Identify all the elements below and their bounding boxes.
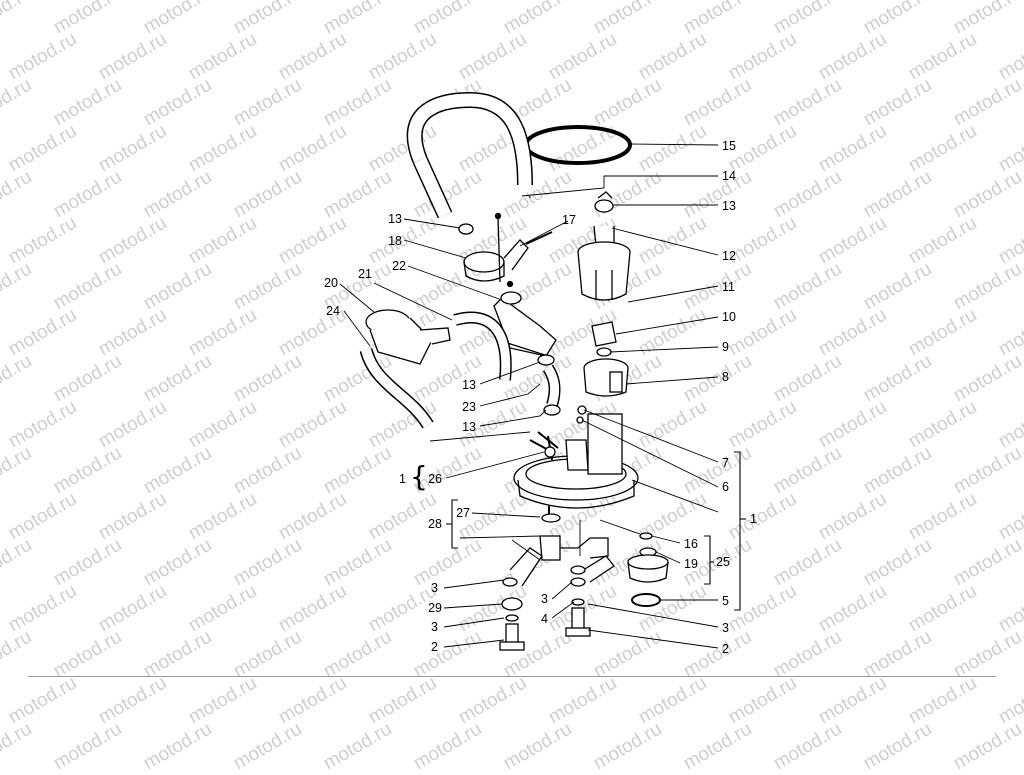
callout-13-upper-left: 13 bbox=[388, 212, 402, 226]
clamp-13-mid bbox=[537, 354, 555, 366]
base-flange-1 bbox=[513, 413, 639, 509]
wiring-26 bbox=[529, 431, 559, 461]
callout-20: 20 bbox=[324, 276, 338, 290]
sensor-28 bbox=[539, 535, 609, 561]
callout-13-low-left: 13 bbox=[462, 420, 476, 434]
grommet-27 bbox=[541, 506, 561, 523]
callout-14: 14 bbox=[722, 169, 736, 183]
callout-7: 7 bbox=[722, 456, 729, 470]
hose-24 bbox=[359, 347, 434, 429]
callout-17: 17 bbox=[562, 213, 576, 227]
callout-4: 4 bbox=[541, 612, 548, 626]
callout-3-right: 3 bbox=[722, 621, 729, 635]
hose-23 bbox=[542, 364, 561, 407]
callout-10: 10 bbox=[722, 310, 736, 324]
callout-2-right: 2 bbox=[722, 642, 729, 656]
seal-16 bbox=[639, 532, 653, 540]
ring-5 bbox=[631, 593, 661, 607]
callout-3-center: 3 bbox=[541, 592, 548, 606]
callout-13-right: 13 bbox=[722, 199, 736, 213]
callout-21: 21 bbox=[358, 267, 372, 281]
strainer-8 bbox=[583, 358, 629, 397]
gasket-7-6 bbox=[576, 405, 587, 424]
callout-19: 19 bbox=[684, 557, 698, 571]
callout-28: 28 bbox=[428, 517, 442, 531]
callout-26: 26 bbox=[428, 472, 442, 486]
hose-21 bbox=[453, 311, 512, 381]
callout-27: 27 bbox=[456, 506, 470, 520]
o-ring-15 bbox=[524, 125, 632, 165]
callout-2-left: 2 bbox=[431, 640, 438, 654]
hose-14 bbox=[406, 91, 533, 219]
fuel-pump-11-12 bbox=[577, 225, 631, 301]
sender-25 bbox=[627, 554, 669, 583]
callout-15: 15 bbox=[722, 139, 736, 153]
brace-26: { bbox=[410, 460, 428, 493]
callout-23: 23 bbox=[462, 400, 476, 414]
callout-8: 8 bbox=[722, 370, 729, 384]
callout-6: 6 bbox=[722, 480, 729, 494]
callout-13-mid-left: 13 bbox=[462, 378, 476, 392]
callout-1-right: 1 bbox=[750, 512, 757, 526]
leader-lines bbox=[339, 143, 746, 649]
callout-29: 29 bbox=[428, 601, 442, 615]
callout-16: 16 bbox=[684, 537, 698, 551]
callout-22: 22 bbox=[392, 259, 406, 273]
bottom-rule bbox=[28, 676, 996, 677]
callout-12: 12 bbox=[722, 249, 736, 263]
bracket-right-lower bbox=[565, 555, 615, 637]
ring-9 bbox=[596, 347, 612, 357]
callout-24: 24 bbox=[326, 304, 340, 318]
screw-17 bbox=[525, 231, 553, 245]
callout-1-left: 1 bbox=[399, 472, 406, 486]
callout-9: 9 bbox=[722, 340, 729, 354]
callout-11: 11 bbox=[722, 280, 735, 294]
bracket-18 bbox=[463, 212, 529, 288]
pressure-regulator-20 bbox=[365, 309, 451, 365]
callout-25: 25 bbox=[716, 555, 730, 569]
clamp-13-low bbox=[543, 404, 561, 416]
clamp-13-right bbox=[594, 191, 614, 213]
callout-3-left-b: 3 bbox=[431, 620, 438, 634]
callout-5: 5 bbox=[722, 594, 729, 608]
callout-3-left-a: 3 bbox=[431, 581, 438, 595]
connector-10 bbox=[591, 321, 617, 347]
callout-18: 18 bbox=[388, 234, 402, 248]
clamp-13-top bbox=[458, 223, 474, 235]
